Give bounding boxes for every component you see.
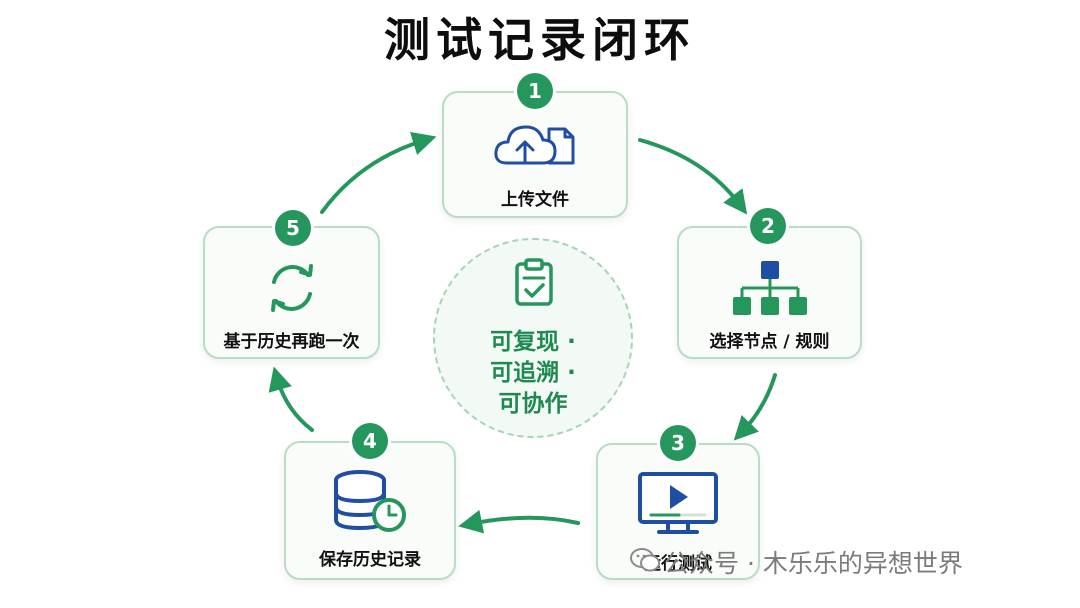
arrow-1-to-2 xyxy=(638,138,748,215)
refresh-cycle-icon xyxy=(262,258,322,322)
clipboard-check-icon xyxy=(514,258,554,310)
watermark-text: 公众号 · 木乐乐的异想世界 xyxy=(664,549,963,578)
step-number-badge: 4 xyxy=(352,423,388,459)
hierarchy-tree-icon xyxy=(730,260,810,322)
center-text-line: 可追溯 · xyxy=(490,360,576,386)
step-number-badge: 3 xyxy=(660,425,696,461)
step-number-badge: 2 xyxy=(750,208,786,244)
diagram-title: 测试记录闭环 xyxy=(384,13,696,67)
step-number-badge: 1 xyxy=(517,73,553,109)
step-label: 保存历史记录 xyxy=(319,550,421,570)
arrow-4-to-5 xyxy=(268,366,314,432)
monitor-play-icon xyxy=(637,471,719,539)
step-label: 上传文件 xyxy=(501,190,569,210)
step-label: 运行测试 xyxy=(644,554,712,574)
center-text-line: 可复现 · xyxy=(490,329,576,355)
arrow-3-to-4 xyxy=(458,509,580,534)
step-number-badge: 5 xyxy=(275,210,311,246)
cloud-upload-file-icon xyxy=(493,119,577,173)
step-card-select: 选择节点 / 规则 xyxy=(677,226,862,359)
step-card-save: 保存历史记录 xyxy=(284,441,456,580)
step-label: 选择节点 / 规则 xyxy=(709,332,830,352)
step-card-upload: 上传文件 xyxy=(442,91,628,218)
center-text-line: 可协作 xyxy=(498,391,568,417)
arrow-5-to-1 xyxy=(320,132,437,214)
step-card-run: 运行测试 xyxy=(596,443,760,580)
database-clock-icon xyxy=(332,469,408,537)
center-summary: 可复现 · 可追溯 · 可协作 xyxy=(433,238,633,438)
watermark: 公众号 · 木乐乐的异想世界 xyxy=(630,544,1070,584)
step-card-rerun: 基于历史再跑一次 xyxy=(203,226,380,359)
step-label: 基于历史再跑一次 xyxy=(223,332,360,352)
wechat-icon xyxy=(630,545,660,585)
arrow-2-to-3 xyxy=(733,373,777,441)
